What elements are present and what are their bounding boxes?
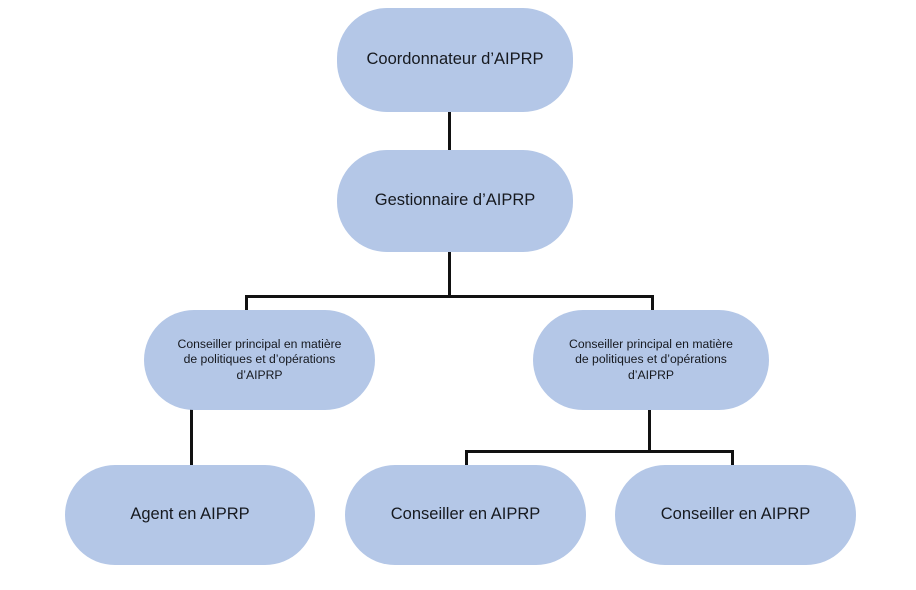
org-node-conseiller-principal-right[interactable]: Conseiller principal en matière de polit… bbox=[533, 310, 769, 410]
org-node-label: Coordonnateur d’AIPRP bbox=[366, 50, 544, 69]
org-node-label: Conseiller principal en matière de polit… bbox=[177, 336, 342, 382]
connector-drop-to-conseiller-principal-right bbox=[651, 295, 654, 317]
org-node-label: Conseiller en AIPRP bbox=[390, 505, 541, 524]
org-node-gestionnaire[interactable]: Gestionnaire d’AIPRP bbox=[337, 150, 573, 252]
org-node-label: Gestionnaire d’AIPRP bbox=[374, 191, 536, 210]
connector-coordonnateur-to-gestionnaire bbox=[448, 110, 451, 152]
connector-drop-to-conseiller-2 bbox=[731, 450, 734, 470]
connector-conseiller-principal-left-to-agent bbox=[190, 408, 193, 467]
org-node-conseiller-principal-left[interactable]: Conseiller principal en matière de polit… bbox=[144, 310, 375, 410]
org-node-coordonnateur[interactable]: Coordonnateur d’AIPRP bbox=[337, 8, 573, 112]
connector-gestionnaire-crossbar bbox=[245, 295, 654, 298]
connector-drop-to-conseiller-principal-left bbox=[245, 295, 248, 317]
org-node-label: Conseiller principal en matière de polit… bbox=[569, 336, 733, 382]
connector-conseiller-principal-right-crossbar bbox=[465, 450, 734, 453]
org-node-conseiller-2[interactable]: Conseiller en AIPRP bbox=[615, 465, 856, 565]
connector-conseiller-principal-right-stem bbox=[648, 408, 651, 452]
org-node-label: Agent en AIPRP bbox=[130, 505, 250, 524]
connector-drop-to-conseiller-1 bbox=[465, 450, 468, 470]
org-node-conseiller-1[interactable]: Conseiller en AIPRP bbox=[345, 465, 586, 565]
org-node-label: Conseiller en AIPRP bbox=[660, 505, 811, 524]
org-node-agent[interactable]: Agent en AIPRP bbox=[65, 465, 315, 565]
connector-gestionnaire-stem bbox=[448, 250, 451, 297]
